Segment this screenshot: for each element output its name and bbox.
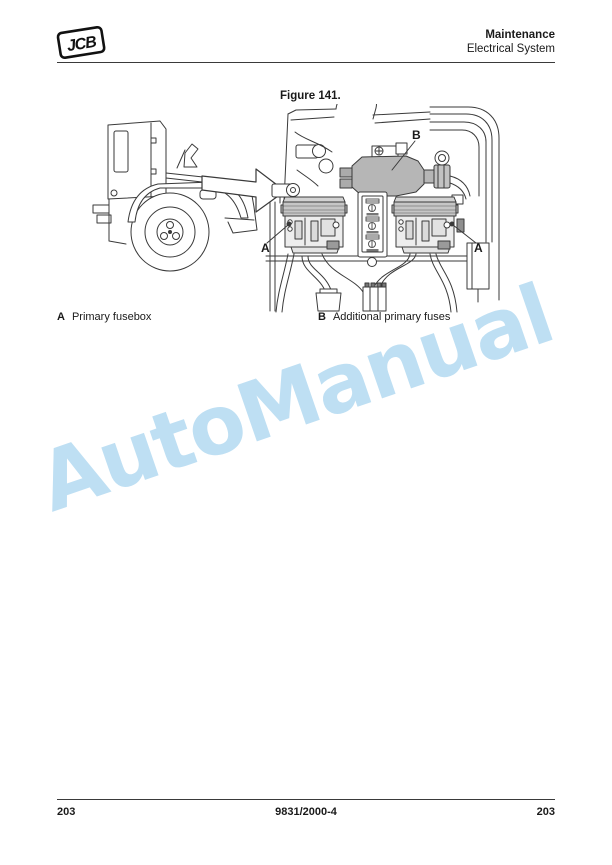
- wiring-harness: [275, 253, 458, 313]
- callout-a-right: A: [474, 241, 483, 255]
- header-section: Maintenance: [485, 29, 555, 41]
- figure-title: Figure 141.: [280, 90, 341, 102]
- callout-a-left: A: [261, 241, 270, 255]
- footer-page-number-left: 203: [57, 806, 76, 818]
- caption-primary-fusebox: A Primary fusebox: [57, 311, 151, 323]
- fuse-label-plate: [357, 191, 388, 267]
- jcb-brand-text: JCB: [66, 34, 98, 55]
- fusebox-right: [391, 196, 459, 254]
- loader-illustration: [92, 120, 258, 272]
- figure-diagram: A A B: [92, 104, 500, 313]
- callout-b: B: [412, 128, 421, 142]
- caption-text-b: Additional primary fuses: [332, 311, 451, 323]
- additional-fuses-component: [339, 150, 471, 200]
- header-divider: [57, 62, 555, 63]
- engine-bay-detail: [265, 104, 500, 313]
- caption-text-a: Primary fusebox: [71, 311, 152, 323]
- caption-key-a: A: [57, 311, 65, 323]
- page-header: Maintenance Electrical System: [467, 28, 555, 56]
- header-subsection: Electrical System: [466, 43, 555, 55]
- footer-divider: [57, 799, 555, 800]
- detail-arrow-icon: [201, 168, 286, 213]
- jcb-logo-icon: JCB: [56, 25, 106, 60]
- footer-doc-code: 9831/2000-4: [275, 806, 337, 818]
- footer-page-number-right: 203: [536, 806, 555, 818]
- caption-additional-fuses: B Additional primary fuses: [318, 311, 450, 323]
- caption-key-b: B: [318, 311, 326, 323]
